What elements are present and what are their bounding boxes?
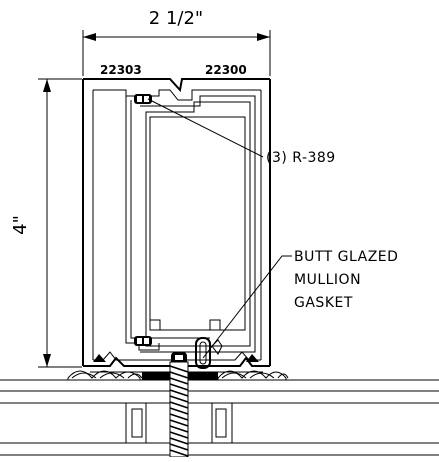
mullion-gasket-line2: MULLION — [294, 272, 361, 288]
width-label: 2 1/2" — [149, 8, 203, 29]
r389-gasket — [134, 94, 152, 346]
gasket-callout: (3) R-389 — [266, 150, 336, 166]
height-dimension: 4" — [10, 78, 82, 368]
part-number-left: 22303 — [100, 63, 142, 77]
glass-lites — [0, 379, 439, 456]
mullion-extrusion — [82, 78, 271, 373]
mullion-gasket-leader — [202, 255, 292, 359]
spacer-brackets — [125, 402, 233, 444]
height-label: 4" — [10, 215, 31, 235]
mullion-gasket-line3: GASKET — [294, 295, 353, 311]
mullion-gasket-line1: BUTT GLAZED — [294, 249, 398, 265]
threaded-anchor — [169, 361, 189, 458]
part-number-right: 22300 — [205, 63, 247, 77]
gasket-leader — [147, 98, 264, 158]
width-dimension: 2 1/2" — [82, 8, 271, 76]
